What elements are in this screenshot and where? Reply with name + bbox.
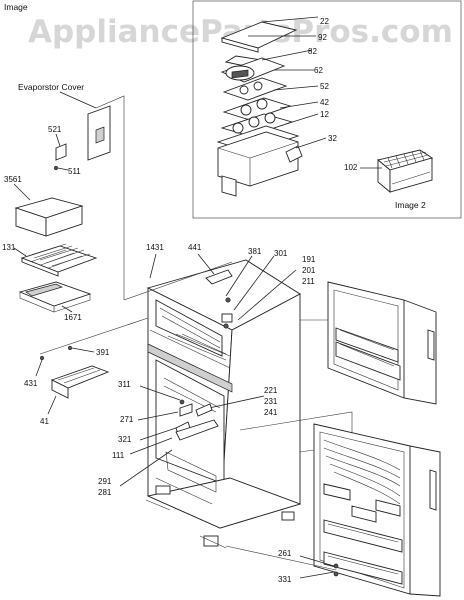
label-41: 41 bbox=[40, 417, 49, 426]
ice-tray-stack bbox=[216, 21, 303, 197]
label-32: 32 bbox=[328, 134, 337, 143]
label-82: 82 bbox=[308, 47, 317, 56]
label-331: 331 bbox=[278, 575, 292, 584]
fresh-food-door bbox=[313, 423, 441, 597]
label-211: 211 bbox=[302, 277, 315, 286]
label-281: 281 bbox=[98, 488, 112, 497]
label-52: 52 bbox=[320, 82, 329, 91]
label-231: 231 bbox=[264, 397, 278, 406]
evaporator-cover-caption: Evaporstor Cover bbox=[18, 82, 84, 92]
control-knob-521 bbox=[55, 143, 67, 161]
shelf-grid-131 bbox=[20, 243, 98, 277]
label-102: 102 bbox=[344, 163, 358, 172]
freezer-door bbox=[327, 281, 437, 405]
label-301: 301 bbox=[274, 249, 288, 258]
label-321: 321 bbox=[118, 435, 132, 444]
label-441: 441 bbox=[188, 243, 202, 252]
label-191: 191 bbox=[302, 255, 316, 264]
label-22: 22 bbox=[320, 17, 329, 26]
outline-line bbox=[123, 261, 233, 301]
label-221: 221 bbox=[264, 386, 278, 395]
label-521: 521 bbox=[48, 125, 62, 134]
crisper-pan-3561 bbox=[14, 197, 84, 237]
label-291: 291 bbox=[98, 477, 112, 486]
label-42: 42 bbox=[320, 98, 329, 107]
outline-line-3 bbox=[39, 317, 149, 355]
label-1431: 1431 bbox=[146, 243, 164, 252]
bracket-41 bbox=[50, 365, 110, 399]
label-311: 311 bbox=[118, 380, 131, 389]
label-511: 511 bbox=[68, 167, 81, 176]
label-271: 271 bbox=[120, 415, 134, 424]
label-92: 92 bbox=[318, 33, 327, 42]
shelf-frame-1671 bbox=[18, 281, 92, 313]
label-201: 201 bbox=[302, 266, 316, 275]
image2-caption: Image 2 bbox=[395, 200, 426, 210]
label-62: 62 bbox=[314, 66, 323, 75]
label-131: 131 bbox=[2, 243, 16, 252]
image2-frame bbox=[192, 0, 462, 219]
label-111: 111 bbox=[112, 451, 125, 460]
light-housing-111 bbox=[175, 419, 219, 441]
evaporator-outline bbox=[95, 95, 125, 300]
part-441 bbox=[205, 269, 233, 285]
label-381: 381 bbox=[248, 247, 262, 256]
label-241: 241 bbox=[264, 408, 278, 417]
label-12: 12 bbox=[320, 110, 329, 119]
label-1671: 1671 bbox=[64, 313, 82, 322]
label-431: 431 bbox=[24, 379, 38, 388]
label-261: 261 bbox=[278, 549, 292, 558]
label-3561: 3561 bbox=[4, 175, 22, 184]
label-391: 391 bbox=[96, 348, 110, 357]
image-caption: Image bbox=[4, 2, 28, 12]
ice-tray-102 bbox=[377, 149, 434, 193]
